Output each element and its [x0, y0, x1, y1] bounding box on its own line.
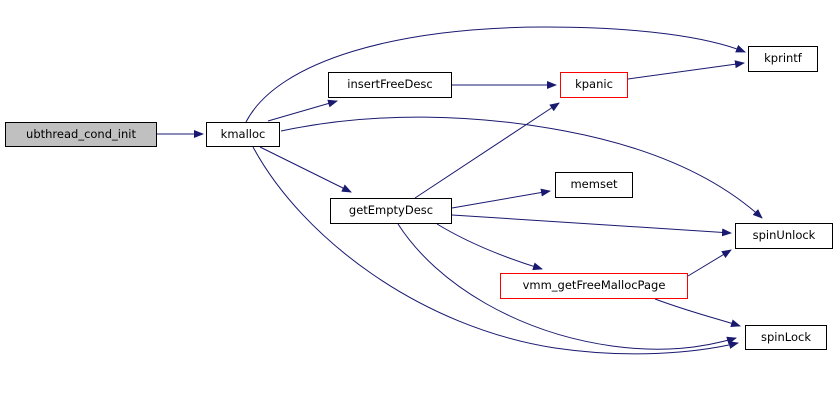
edge-kmalloc-to-spinLock	[252, 146, 739, 355]
node-ubthread_cond_init: ubthread_cond_init	[5, 122, 157, 147]
node-spinUnlock[interactable]: spinUnlock	[735, 223, 833, 249]
node-insertFreeDesc[interactable]: insertFreeDesc	[328, 72, 452, 98]
node-getEmptyDesc[interactable]: getEmptyDesc	[330, 198, 452, 224]
edge-getEmptyDesc-to-memset	[451, 188, 551, 209]
node-kmalloc[interactable]: kmalloc	[206, 122, 280, 147]
edge-kmalloc-to-spinUnlock	[280, 116, 763, 219]
node-kpanic[interactable]: kpanic	[560, 72, 628, 98]
edge-getEmptyDesc-to-vmm_getFreeMallocPage	[436, 223, 543, 271]
node-label: getEmptyDesc	[348, 203, 434, 218]
node-label: insertFreeDesc	[347, 77, 433, 92]
edge-kmalloc-to-insertFreeDesc	[267, 99, 338, 122]
node-vmm_getFreeMallocPage[interactable]: vmm_getFreeMallocPage	[500, 273, 688, 299]
node-label: kprintf	[764, 51, 802, 66]
edge-kpanic-to-kprintf	[627, 60, 745, 80]
edge-getEmptyDesc-to-spinLock	[397, 223, 737, 350]
node-label: memset	[570, 177, 618, 192]
node-label: spinUnlock	[752, 228, 816, 243]
edge-vmm_getFreeMallocPage-to-spinLock	[654, 298, 741, 328]
node-kprintf[interactable]: kprintf	[748, 46, 818, 72]
node-label: kpanic	[575, 77, 613, 92]
node-label: ubthread_cond_init	[26, 126, 136, 141]
node-spinLock[interactable]: spinLock	[745, 325, 827, 350]
edge-vmm_getFreeMallocPage-to-spinUnlock	[687, 249, 732, 277]
node-label: kmalloc	[220, 126, 266, 141]
edge-getEmptyDesc-to-spinUnlock	[451, 214, 732, 237]
edge-kmalloc-to-getEmptyDesc	[259, 146, 352, 193]
edge-getEmptyDesc-to-kpanic	[414, 102, 560, 199]
node-label: spinLock	[761, 329, 811, 344]
edge-kmalloc-to-kprintf	[245, 26, 746, 123]
node-label: vmm_getFreeMallocPage	[522, 278, 666, 293]
node-memset[interactable]: memset	[555, 172, 633, 198]
